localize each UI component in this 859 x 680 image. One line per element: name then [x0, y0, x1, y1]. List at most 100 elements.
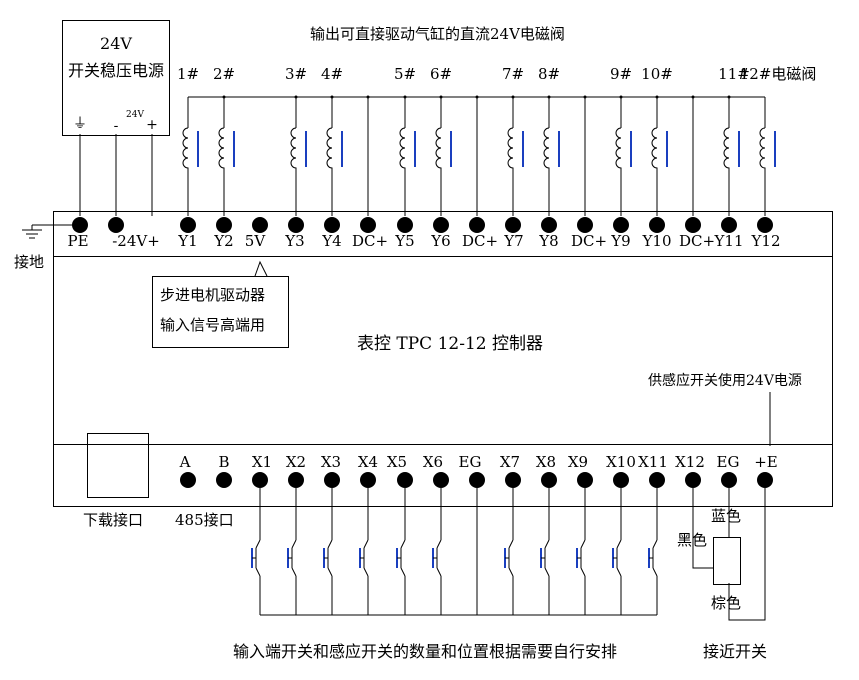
- terminal-bottom-label-4: X2: [285, 453, 307, 471]
- terminal-top-label-16: Y10: [642, 232, 672, 250]
- terminal-bottom-label-15: X12: [675, 453, 705, 471]
- terminal-bottom-label-3: X1: [251, 453, 273, 471]
- terminal-bottom-label-1: A: [179, 453, 191, 471]
- input-switches: [251, 539, 658, 577]
- terminal-bottom-16: [721, 472, 737, 488]
- valve-label-5: 5#: [393, 65, 417, 83]
- pushbutton-icon: [396, 539, 406, 577]
- rail-junction: [511, 95, 515, 99]
- terminal-top-12: [505, 217, 521, 233]
- terminal-bottom-2: [216, 472, 232, 488]
- terminal-top-5: [252, 217, 268, 233]
- terminal-bottom-14: [649, 472, 665, 488]
- coil-icon: [507, 127, 524, 170]
- terminal-top-label-19: Y12: [751, 232, 781, 250]
- terminal-top-15: [613, 217, 629, 233]
- controller-body: [53, 211, 833, 507]
- pushbutton-icon: [612, 539, 622, 577]
- proximity-black-label: 黑色: [677, 531, 708, 549]
- rail-junction: [222, 95, 226, 99]
- terminal-top-label-13: Y8: [539, 232, 559, 250]
- valve-label-3: 3#: [284, 65, 308, 83]
- download-port-label: 下载接口: [83, 511, 144, 529]
- terminal-top-18: [721, 217, 737, 233]
- rail-junction: [366, 95, 370, 99]
- terminal-bottom-10: [505, 472, 521, 488]
- valve-label-12: 12#电磁阀: [739, 65, 817, 83]
- valve-label-2: 2#: [212, 65, 236, 83]
- terminal-top-label-8: DC+: [351, 232, 389, 250]
- terminal-top-6: [288, 217, 304, 233]
- terminal-bottom-11: [541, 472, 557, 488]
- rail-junction: [583, 95, 587, 99]
- power-supply-voltage: 24V: [100, 34, 132, 53]
- terminal-bottom-label-7: X5: [386, 453, 408, 471]
- terminal-top-label-6: Y3: [285, 232, 305, 250]
- valve-label-9: 9#: [609, 65, 633, 83]
- rail-junction: [294, 95, 298, 99]
- terminal-top-14: [577, 217, 593, 233]
- rail-junction: [727, 95, 731, 99]
- solenoid-coils: [182, 95, 776, 170]
- terminal-bottom-8: [433, 472, 449, 488]
- valve-label-10: 10#: [641, 65, 673, 83]
- coil-icon: [326, 127, 343, 170]
- pushbutton-icon: [287, 539, 297, 577]
- proximity-brown-label: 棕色: [711, 594, 742, 612]
- terminal-top-3: [180, 217, 196, 233]
- terminal-top-13: [541, 217, 557, 233]
- rail-junction: [330, 95, 334, 99]
- terminal-bottom-label-6: X4: [357, 453, 379, 471]
- terminal-top-8: [360, 217, 376, 233]
- terminal-bottom-label-11: X8: [535, 453, 557, 471]
- terminal-bottom-1: [180, 472, 196, 488]
- stepper-note-line2: 输入信号高端用: [160, 316, 266, 334]
- input-note: 输入端开关和感应开关的数量和位置根据需要自行安排: [233, 642, 618, 661]
- pushbutton-icon: [576, 539, 586, 577]
- coil-icon: [543, 127, 560, 170]
- terminal-top-4: [216, 217, 232, 233]
- terminal-top-label-14: DC+: [570, 232, 608, 250]
- terminal-top-label-2: -24V+: [112, 232, 160, 250]
- terminal-bottom-13: [613, 472, 629, 488]
- power-supply-box: [62, 20, 170, 136]
- terminal-top-label-7: Y4: [322, 232, 342, 250]
- terminal-bottom-9: [469, 472, 485, 488]
- output-title: 输出可直接驱动气缸的直流24V电磁阀: [310, 25, 565, 43]
- rail-junction: [655, 95, 659, 99]
- terminal-bottom-label-16: EG: [716, 453, 740, 471]
- terminal-bottom-6: [360, 472, 376, 488]
- pushbutton-icon: [504, 539, 514, 577]
- pushbutton-icon: [648, 539, 658, 577]
- stepper-note-box: [152, 276, 289, 348]
- wire-prox-black: [692, 488, 713, 569]
- terminal-bottom-12: [577, 472, 593, 488]
- valve-label-6: 6#: [429, 65, 453, 83]
- coil-icon: [759, 127, 776, 170]
- controller-name: 表控 TPC 12-12 控制器: [357, 334, 544, 354]
- terminal-bottom-4: [288, 472, 304, 488]
- coil-icon: [615, 127, 632, 170]
- terminal-top-label-9: Y5: [395, 232, 415, 250]
- terminal-top-label-11: DC+: [461, 232, 499, 250]
- terminal-top-9: [397, 217, 413, 233]
- valve-label-11: 11#: [718, 65, 750, 83]
- terminal-bottom-label-9: EG: [458, 453, 482, 471]
- proximity-switch-body: [713, 537, 741, 585]
- terminal-top-label-4: Y2: [214, 232, 234, 250]
- terminal-top-label-1: PE: [67, 232, 89, 250]
- pushbutton-icon: [251, 539, 261, 577]
- terminal-bottom-15: [685, 472, 701, 488]
- terminal-bottom-label-10: X7: [499, 453, 521, 471]
- terminal-top-16: [649, 217, 665, 233]
- wires: [32, 96, 771, 621]
- stepper-pointer: [254, 260, 268, 277]
- terminal-top-7: [324, 217, 340, 233]
- terminal-bottom-5: [324, 472, 340, 488]
- rail-junction: [619, 95, 623, 99]
- terminal-bottom-label-2: B: [218, 453, 230, 471]
- coil-icon: [651, 127, 668, 170]
- download-port[interactable]: [87, 433, 149, 498]
- terminal-bottom-7: [397, 472, 413, 488]
- sensor-power-note: 供感应开关使用24V电源: [648, 373, 802, 389]
